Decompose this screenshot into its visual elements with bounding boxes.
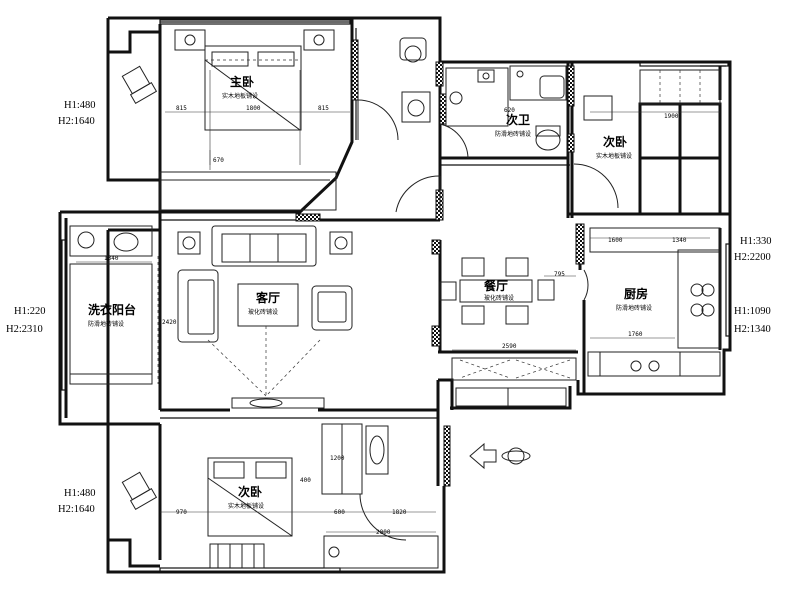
dim-wardrobe-width: 2000: [376, 529, 391, 536]
dim-kitchen-bottom: 1760: [628, 331, 643, 338]
bath-fixtures: [399, 37, 567, 159]
dim-master-mid: 1800: [246, 105, 261, 112]
bottom-bedroom-floor: 实木地板铺设: [228, 502, 264, 510]
master-bedroom-floor: 实木地板铺设: [222, 92, 258, 100]
living-room-furniture: [177, 225, 353, 409]
windows: [61, 19, 731, 573]
bottom-bedroom-name: 次卧: [238, 484, 262, 499]
window-right-mid-h1: H1:1090: [734, 306, 771, 317]
top-bedroom-name: 次卧: [603, 134, 627, 149]
dim-bottom-bedroom-left: 970: [176, 509, 187, 516]
laundry-balcony-floor: 防滑地砖铺设: [88, 320, 124, 328]
window-left-bottom-h2: H2:1640: [58, 504, 95, 515]
living-room-name: 客厅: [255, 290, 280, 305]
window-left-bottom-h1: H1:480: [64, 488, 96, 499]
right-bedroom-furniture: [573, 69, 722, 216]
dim-dining-right: 795: [554, 271, 565, 278]
master-bedroom-name: 主卧: [230, 74, 254, 89]
dim-kitchen-top-right: 1340: [672, 237, 687, 244]
second-bath-floor: 防滑地砖铺设: [495, 130, 531, 138]
top-bedroom-floor: 实木地板铺设: [596, 152, 632, 160]
window-left-top-h1: H1:480: [64, 100, 96, 111]
corridor-door: [395, 164, 570, 213]
second-bath-name: 次卫: [506, 112, 530, 127]
dim-balcony-height: 2420: [162, 319, 177, 326]
dim-wardrobe-height: 1200: [330, 455, 345, 462]
entrance-marker: [469, 442, 531, 470]
dim-bottom-bedroom-mid: 400: [300, 477, 311, 484]
dim-top-bedroom-width: 1900: [664, 113, 679, 120]
kitchen-name: 厨房: [624, 286, 648, 301]
dining-room-floor: 玻化砖铺设: [484, 294, 514, 302]
window-right-top-h2: H2:2200: [734, 252, 771, 263]
window-left-mid-h2: H2:2310: [6, 324, 43, 335]
window-right-mid-h2: H2:1340: [734, 324, 771, 335]
dim-balcony-width: 1340: [104, 255, 119, 262]
dim-dining-bottom: 2590: [502, 343, 517, 350]
window-height-labels: H1:480 H2:1640 H1:220 H2:2310 H1:480 H2:…: [6, 100, 772, 515]
laundry-balcony-name: 洗衣阳台: [88, 302, 136, 317]
kitchen-furniture: [583, 227, 721, 377]
bottom-bedroom-furniture: [121, 423, 439, 569]
window-left-mid-h1: H1:220: [14, 306, 46, 317]
window-right-top-h1: H1:330: [740, 236, 772, 247]
dim-master-vertical: 670: [213, 157, 224, 164]
dim-master-right: 815: [318, 105, 329, 112]
laundry-furniture: [69, 225, 159, 385]
dim-bath-width: 620: [504, 107, 515, 114]
dimension-lines: [76, 70, 720, 533]
dim-bottom-bedroom-b: 1820: [392, 509, 407, 516]
room-labels: 主卧 实木地板铺设 次卧 实木地板铺设 次卫 防滑地砖铺设 客厅 玻化砖铺设 餐…: [88, 74, 652, 510]
dining-room-name: 餐厅: [484, 278, 508, 293]
window-left-top-h2: H2:1640: [58, 116, 95, 127]
kitchen-floor: 防滑地砖铺设: [616, 304, 652, 312]
dimension-texts: 815 1800 815 670 620 1900 1340 2420 1600…: [104, 105, 687, 536]
dining-furniture: [439, 257, 577, 407]
dim-kitchen-top-left: 1600: [608, 237, 623, 244]
living-room-floor: 玻化砖铺设: [248, 308, 278, 316]
master-bedroom-furniture: [121, 29, 399, 211]
dim-bottom-bedroom-a: 600: [334, 509, 345, 516]
dim-master-left: 815: [176, 105, 187, 112]
